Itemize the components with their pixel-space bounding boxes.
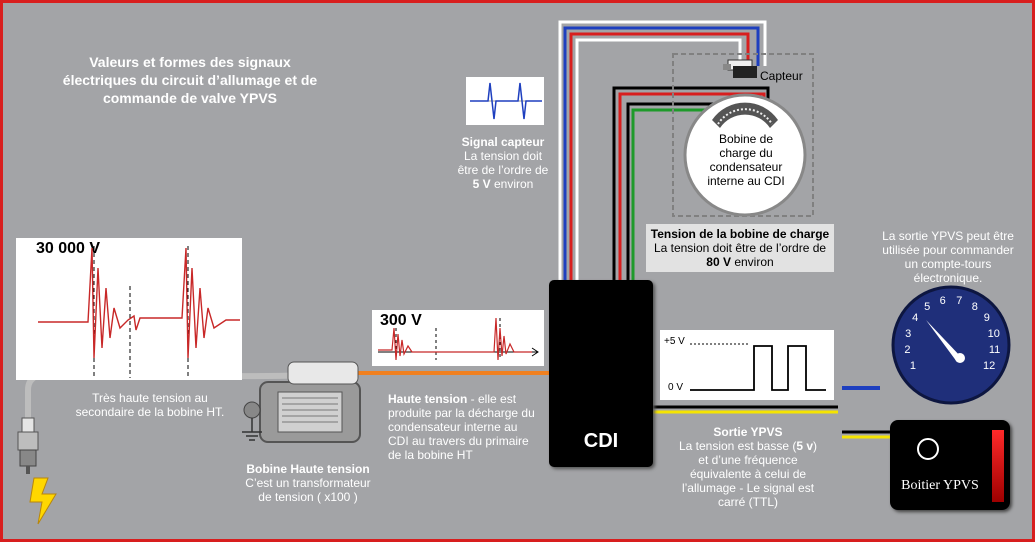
ttl-low-label: 0 V — [668, 382, 684, 393]
spark-plug — [17, 417, 39, 474]
ypvs-ring-icon — [917, 438, 939, 460]
sensor-signal-graph — [466, 77, 544, 125]
tachometer — [891, 285, 1011, 405]
sensor — [723, 59, 757, 78]
tacho-number: 8 — [971, 300, 978, 313]
tacho-number: 4 — [912, 312, 919, 325]
charge-voltage-note: Tension de la bobine de charge La tensio… — [646, 224, 834, 272]
charge-coil — [683, 93, 807, 217]
tacho-number: 12 — [982, 360, 996, 372]
ht-coil — [242, 361, 361, 443]
tacho-number: 3 — [905, 327, 912, 340]
secondary-voltage-note: Très haute tension au secondaire de la b… — [75, 391, 225, 419]
graph-300-label: 300 V — [380, 312, 422, 329]
secondary-voltage-graph: 30 000 V — [16, 238, 242, 380]
tacho-number: 10 — [987, 327, 1000, 340]
primary-voltage-graph: 300 V — [372, 310, 544, 366]
cdi-label: CDI — [583, 430, 619, 452]
ypvs-output-wires — [653, 405, 892, 439]
cdi-unit: CDI — [549, 280, 653, 467]
sensor-label: Capteur — [760, 69, 803, 83]
ypvs-led-icon — [992, 430, 1004, 502]
spark-bolt-icon — [29, 477, 57, 525]
tacho-number: 1 — [909, 360, 916, 372]
graph-30000-label: 30 000 V — [36, 240, 101, 257]
ypvs-tacho-note: La sortie YPVS peut être utilisée pour c… — [882, 229, 1014, 285]
ypvs-output-note: Sortie YPVS La tension est basse (5 v) e… — [678, 425, 818, 509]
sensor-signal-note: Signal capteur La tension doit être de l… — [457, 135, 549, 191]
tacho-number: 11 — [988, 344, 1001, 357]
ypvs-box-label: Boitier YPVS — [901, 478, 979, 493]
ht-coil-note: Bobine Haute tension C’est un transforma… — [245, 462, 371, 504]
tacho-number: 5 — [924, 300, 931, 313]
high-voltage-note: Haute tension - elle est produite par la… — [388, 392, 535, 462]
page-title: Valeurs et formes des signaux électrique… — [62, 54, 318, 106]
tacho-number: 2 — [904, 344, 911, 357]
ttl-high-label: +5 V — [664, 336, 685, 347]
tacho-number: 9 — [983, 312, 990, 325]
ttl-signal-graph: +5 V 0 V — [660, 330, 834, 400]
ypvs-box: Boitier YPVS — [890, 420, 1010, 510]
tacho-number: 6 — [939, 294, 946, 307]
tacho-number: 7 — [956, 294, 963, 307]
charge-coil-label: Bobine de charge du condensateur interne… — [707, 132, 785, 188]
